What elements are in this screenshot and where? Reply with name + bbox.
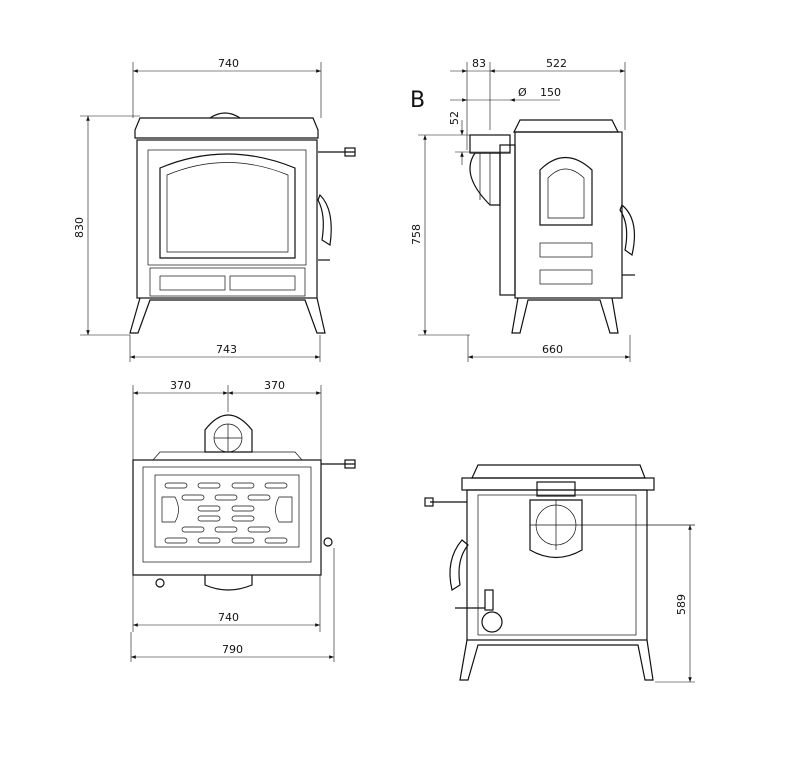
dim-flue-center-height: 589 <box>675 594 688 615</box>
dim-total-width: 790 <box>222 643 243 656</box>
dim-front-width-bottom: 743 <box>216 343 237 356</box>
dim-front-height: 830 <box>73 217 86 238</box>
front-view: 740 830 743 <box>73 57 356 362</box>
view-label-b: B <box>410 88 425 113</box>
dim-flue-height: 758 <box>410 224 423 245</box>
dim-flue-diameter: 150 <box>540 86 561 99</box>
dim-depth-bottom: 660 <box>542 343 563 356</box>
side-view: B 83 522 Ø 150 52 758 660 <box>410 57 635 362</box>
dim-body-width: 740 <box>218 611 239 624</box>
back-view: 589 <box>424 464 695 683</box>
dim-half-left: 370 <box>170 379 191 392</box>
dim-half-right: 370 <box>264 379 285 392</box>
diameter-symbol: Ø <box>518 86 527 99</box>
dim-depth-top: 522 <box>546 57 567 70</box>
grill-slots <box>161 482 293 544</box>
dim-front-width-top: 740 <box>218 57 239 70</box>
dim-flue-height-offset: 52 <box>448 111 461 125</box>
top-view: 370 370 740 790 <box>130 379 356 662</box>
dim-flue-offset: 83 <box>472 57 486 70</box>
